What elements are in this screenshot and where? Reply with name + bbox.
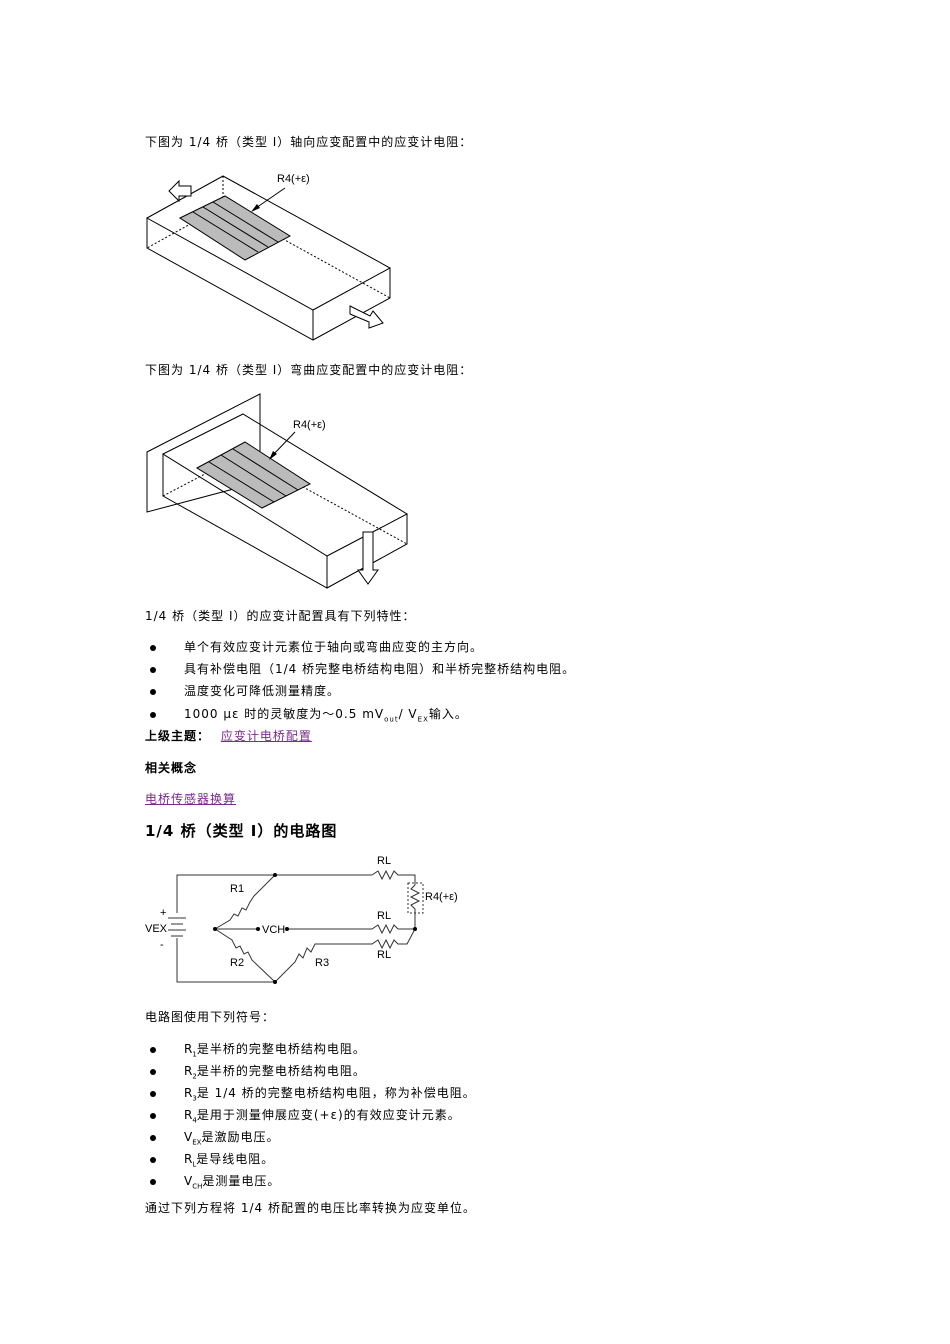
list-item: R4是用于测量伸展应变(+ε)的有效应变计元素。: [150, 1106, 461, 1124]
r3-label: R3: [315, 957, 329, 969]
list-item: R1是半桥的完整电桥结构电阻。: [150, 1040, 366, 1058]
bullet-icon: [150, 1178, 156, 1185]
bullet-icon: [150, 1156, 156, 1163]
list-item: 1000 με 时的灵敏度为～0.5 mVout/ VEX输入。: [150, 705, 468, 723]
rl-label: RL: [377, 949, 391, 961]
bullet-icon: [150, 711, 156, 718]
list-item: 具有补偿电阻（1/4 桥完整电桥结构电阻）和半桥完整桥结构电阻。: [150, 660, 575, 677]
bending-strain-figure: R4(+ε): [146, 393, 409, 589]
conversion-text: 通过下列方程将 1/4 桥配置的电压比率转换为应变单位。: [145, 1201, 476, 1215]
r2-label: R2: [230, 957, 244, 969]
r4-label-bending: R4(+ε): [293, 419, 326, 431]
r1-label: R1: [230, 883, 244, 895]
list-item: 单个有效应变计元素位于轴向或弯曲应变的主方向。: [150, 638, 483, 655]
vch-label: VCH: [262, 924, 285, 936]
circuit-heading: 1/4 桥（类型 I）的电路图: [145, 822, 338, 840]
characteristics-title: 1/4 桥（类型 I）的应变计配置具有下列特性：: [145, 609, 416, 623]
rl-label: RL: [377, 855, 391, 867]
list-item: R3是 1/4 桥的完整电桥结构电阻，称为补偿电阻。: [150, 1084, 476, 1102]
symbols-title: 电路图使用下列符号：: [145, 1010, 276, 1024]
bullet-icon: [150, 1090, 156, 1097]
intro-bending: 下图为 1/4 桥（类型 I）弯曲应变配置中的应变计电阻：: [145, 363, 473, 377]
list-item: VCH是测量电压。: [150, 1172, 280, 1190]
list-item: VEX是激励电压。: [150, 1128, 279, 1146]
vex-label: VEX: [145, 923, 168, 935]
bullet-icon: [150, 644, 156, 651]
intro-axial: 下图为 1/4 桥（类型 I）轴向应变配置中的应变计电阻：: [145, 135, 473, 149]
svg-text:-: -: [160, 939, 164, 951]
list-item: R2是半桥的完整电桥结构电阻。: [150, 1062, 366, 1080]
circuit-diagram: VEX + - VCH R1 R2 R3 R4(+ε) RL RL RL: [145, 855, 458, 984]
related-link[interactable]: 电桥传感器换算: [145, 792, 237, 806]
list-item: RL是导线电阻。: [150, 1150, 274, 1168]
related-concepts-title: 相关概念: [145, 761, 198, 775]
bullet-icon: [150, 1134, 156, 1141]
parent-topic-link[interactable]: 应变计电桥配置: [220, 729, 312, 743]
r4-label: R4(+ε): [277, 173, 310, 185]
bullet-icon: [150, 1068, 156, 1075]
bullet-icon: [150, 1046, 156, 1053]
bullet-icon: [150, 688, 156, 695]
list-item: 温度变化可降低测量精度。: [150, 682, 340, 699]
bullet-icon: [150, 666, 156, 673]
r4-label-circuit: R4(+ε): [425, 891, 458, 903]
sensitivity: 1000 με 时的灵敏度为～0.5 mVout/ VEX输入。: [184, 707, 468, 724]
svg-text:+: +: [160, 907, 166, 919]
rl-label: RL: [377, 910, 391, 922]
axial-strain-figure: R4(+ε): [145, 173, 392, 341]
parent-topic: 上级主题： 应变计电桥配置: [145, 729, 312, 743]
bullet-icon: [150, 1112, 156, 1119]
